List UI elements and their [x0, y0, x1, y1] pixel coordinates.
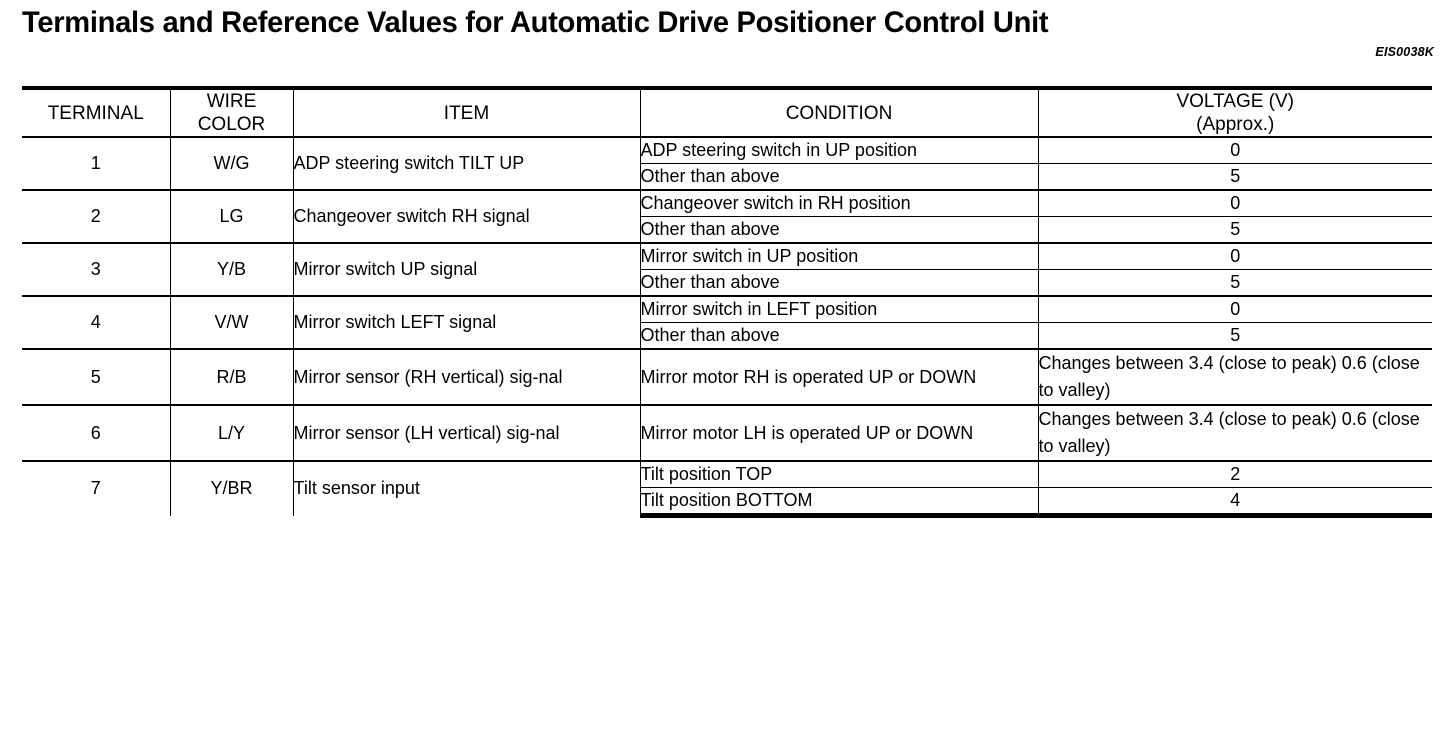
header-row: TERMINAL WIRE COLOR ITEM CONDITION VOLTA… — [22, 86, 1432, 138]
cell-terminal: 7 — [22, 460, 171, 516]
cell-wire-color: Y/B — [169, 242, 294, 296]
cell-item: Mirror switch LEFT signal — [292, 295, 641, 349]
cell-voltage: 0 — [1037, 189, 1432, 217]
cell-condition: Mirror switch in UP position — [639, 242, 1039, 270]
column-header-item: ITEM — [292, 86, 641, 138]
cell-condition: Tilt position TOP — [639, 460, 1039, 488]
cell-voltage: 4 — [1037, 487, 1432, 518]
cell-terminal: 6 — [22, 404, 171, 461]
cell-wire-color: LG — [169, 189, 294, 243]
cell-voltage: 2 — [1037, 460, 1432, 488]
cell-condition: Tilt position BOTTOM — [640, 487, 1039, 518]
cell-terminal: 3 — [22, 242, 171, 296]
cell-voltage: Changes between 3.4 (close to peak) 0.6 … — [1037, 404, 1432, 461]
cell-condition: Mirror motor RH is operated UP or DOWN — [639, 348, 1039, 405]
cell-item: Changeover switch RH signal — [292, 189, 641, 243]
cell-condition: Other than above — [640, 322, 1039, 349]
cell-item: Mirror sensor (LH vertical) sig-nal — [292, 404, 641, 461]
terminals-reference-table: TERMINAL WIRE COLOR ITEM CONDITION VOLTA… — [22, 86, 1432, 518]
header-label-terminal: TERMINAL — [47, 102, 144, 124]
header-label-voltage: VOLTAGE (V) — [1176, 91, 1295, 112]
cell-voltage: 0 — [1037, 136, 1432, 164]
cell-voltage: 5 — [1037, 269, 1432, 296]
cell-voltage: 0 — [1037, 295, 1432, 323]
reference-code: EIS0038K — [1375, 45, 1434, 59]
cell-terminal: 1 — [22, 136, 171, 190]
cell-condition: Other than above — [640, 216, 1039, 243]
cell-terminal: 4 — [22, 295, 171, 349]
cell-wire-color: W/G — [169, 136, 294, 190]
cell-item: Mirror sensor (RH vertical) sig-nal — [292, 348, 641, 405]
cell-voltage: 0 — [1037, 242, 1432, 270]
header-label-wire: WIRE — [206, 91, 257, 112]
cell-condition: Mirror switch in LEFT position — [639, 295, 1039, 323]
header-label-color: COLOR — [197, 114, 266, 135]
cell-voltage: 5 — [1037, 216, 1432, 243]
cell-condition: Other than above — [640, 163, 1039, 190]
cell-terminal: 2 — [22, 189, 171, 243]
page-title: Terminals and Reference Values for Autom… — [22, 6, 1049, 39]
column-header-terminal: TERMINAL — [22, 86, 171, 138]
cell-item: Tilt sensor input — [292, 460, 641, 516]
cell-condition: Changeover switch in RH position — [639, 189, 1039, 217]
cell-wire-color: L/Y — [169, 404, 294, 461]
column-header-voltage: VOLTAGE (V) (Approx.) — [1037, 86, 1432, 138]
cell-voltage: Changes between 3.4 (close to peak) 0.6 … — [1037, 348, 1432, 405]
cell-terminal: 5 — [22, 348, 171, 405]
cell-wire-color: R/B — [169, 348, 294, 405]
spec-table-container: TERMINAL WIRE COLOR ITEM CONDITION VOLTA… — [22, 86, 1432, 518]
cell-condition: Other than above — [640, 269, 1039, 296]
cell-wire-color: Y/BR — [169, 460, 294, 516]
column-header-condition: CONDITION — [639, 86, 1039, 138]
cell-voltage: 5 — [1037, 163, 1432, 190]
header-label-condition: CONDITION — [785, 102, 893, 124]
table-header: TERMINAL WIRE COLOR ITEM CONDITION VOLTA… — [22, 86, 1432, 138]
cell-voltage: 5 — [1037, 322, 1432, 349]
cell-wire-color: V/W — [169, 295, 294, 349]
column-header-wire-color: WIRE COLOR — [169, 86, 294, 138]
cell-condition: Mirror motor LH is operated UP or DOWN — [639, 404, 1039, 461]
header-label-item: ITEM — [443, 102, 490, 124]
cell-item: Mirror switch UP signal — [292, 242, 641, 296]
cell-condition: ADP steering switch in UP position — [639, 136, 1039, 164]
header-label-voltage-approx: (Approx.) — [1196, 114, 1275, 135]
cell-item: ADP steering switch TILT UP — [292, 136, 641, 190]
